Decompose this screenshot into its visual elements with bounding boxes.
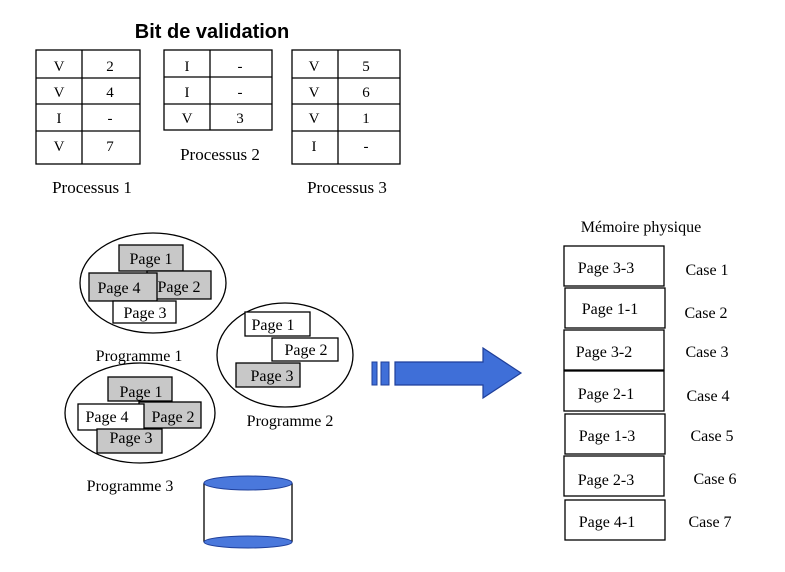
program-ellipse: [64, 362, 216, 464]
page-box: [271, 337, 339, 362]
program-1-label: Programme 1: [96, 348, 183, 365]
page-box: [77, 403, 145, 431]
page-box: [112, 300, 177, 324]
table-cell: -: [108, 111, 113, 127]
page-box: [146, 270, 212, 300]
table-cell: 4: [106, 85, 114, 101]
table-caption-processus-3: Processus 3: [307, 178, 387, 197]
memory-cell-content: Page 3-3: [578, 260, 634, 277]
arrow-right-icon: [371, 346, 523, 400]
page-label: Page 2: [284, 342, 327, 359]
memory-case-label: Case 1: [685, 262, 728, 279]
memory-cell: Page 2-3: [563, 455, 665, 497]
memory-cell-content: Page 2-1: [578, 386, 634, 403]
page-label: Page 4: [97, 280, 140, 297]
memory-cell-content: Page 4-1: [579, 514, 635, 531]
program-ellipse: [79, 232, 227, 334]
table-caption-processus-2: Processus 2: [180, 145, 260, 164]
table-caption-processus-1: Processus 1: [52, 178, 132, 197]
memory-case-label: Case 4: [686, 388, 729, 405]
memory-cell: Page 4-1: [564, 499, 666, 541]
program-2: Page 1 Page 2 Page 3: [216, 302, 354, 408]
program-3: Page 1 Page 2 Page 4 Page 3: [64, 362, 216, 464]
page-label: Page 3: [250, 368, 293, 385]
table-cell: V: [309, 59, 320, 75]
table-cell: 6: [362, 85, 370, 101]
page-label: Page 3: [109, 430, 152, 447]
table-cell: V: [54, 85, 65, 101]
table-cell: V: [309, 111, 320, 127]
page-table-processus-1: V 2 V 4 I - V 7: [35, 49, 141, 165]
page-label: Page 3: [123, 305, 166, 322]
page-label: Page 2: [151, 409, 194, 426]
table-cell: -: [364, 139, 369, 155]
memory-case-label: Case 5: [690, 428, 733, 445]
memory-cell: Page 2-1: [563, 370, 665, 412]
table-cell: 7: [106, 139, 114, 155]
page-label: Page 1: [119, 384, 162, 401]
program-ellipse: [216, 302, 354, 408]
program-2-label: Programme 2: [247, 413, 334, 430]
memory-cell: Page 1-1: [564, 287, 666, 329]
table-cell: 5: [362, 59, 370, 75]
page-box: [107, 376, 173, 402]
table-cell: V: [54, 139, 65, 155]
table-cell: V: [309, 85, 320, 101]
page-box: [235, 362, 301, 388]
page-label: Page 1: [129, 251, 172, 268]
program-3-label: Programme 3: [87, 478, 174, 495]
memory-title: Mémoire physique: [581, 219, 701, 236]
memory-case-label: Case 6: [693, 471, 736, 488]
table-cell: 3: [236, 111, 244, 127]
table-cell: -: [238, 59, 243, 75]
page-label: Page 4: [85, 409, 128, 426]
table-cell: I: [185, 85, 190, 101]
page-label: Page 2: [157, 279, 200, 296]
page-box: [118, 244, 184, 272]
page-table-processus-2: I - I - V 3: [163, 49, 273, 131]
memory-cell-content: Page 1-1: [582, 301, 638, 318]
table-cell: 1: [362, 111, 370, 127]
diagram-title: Bit de validation: [135, 21, 289, 43]
page-box: [244, 311, 311, 337]
memory-cell: Page 1-3: [564, 413, 666, 455]
table-cell: I: [185, 59, 190, 75]
memory-cell: Page 3-2: [563, 329, 665, 371]
table-cell: -: [238, 85, 243, 101]
memory-case-label: Case 3: [685, 344, 728, 361]
page-label: Page 1: [251, 317, 294, 334]
page-box: [138, 401, 202, 429]
memory-cell-content: Page 3-2: [576, 344, 632, 361]
page-box: [88, 272, 158, 302]
table-cell: 2: [106, 59, 114, 75]
memory-case-label: Case 2: [684, 305, 727, 322]
table-cell: V: [182, 111, 193, 127]
table-cell: I: [57, 111, 62, 127]
disk-icon: [203, 475, 293, 549]
program-1: Page 1 Page 2 Page 4 Page 3: [79, 232, 227, 334]
memory-cell: Page 3-3: [563, 245, 665, 287]
page-table-processus-3: V 5 V 6 V 1 I -: [291, 49, 401, 165]
table-cell: I: [312, 139, 317, 155]
page-box: [96, 428, 163, 454]
memory-cell-content: Page 2-3: [578, 472, 634, 489]
table-cell: V: [54, 59, 65, 75]
memory-cell-content: Page 1-3: [579, 428, 635, 445]
memory-case-label: Case 7: [688, 514, 731, 531]
